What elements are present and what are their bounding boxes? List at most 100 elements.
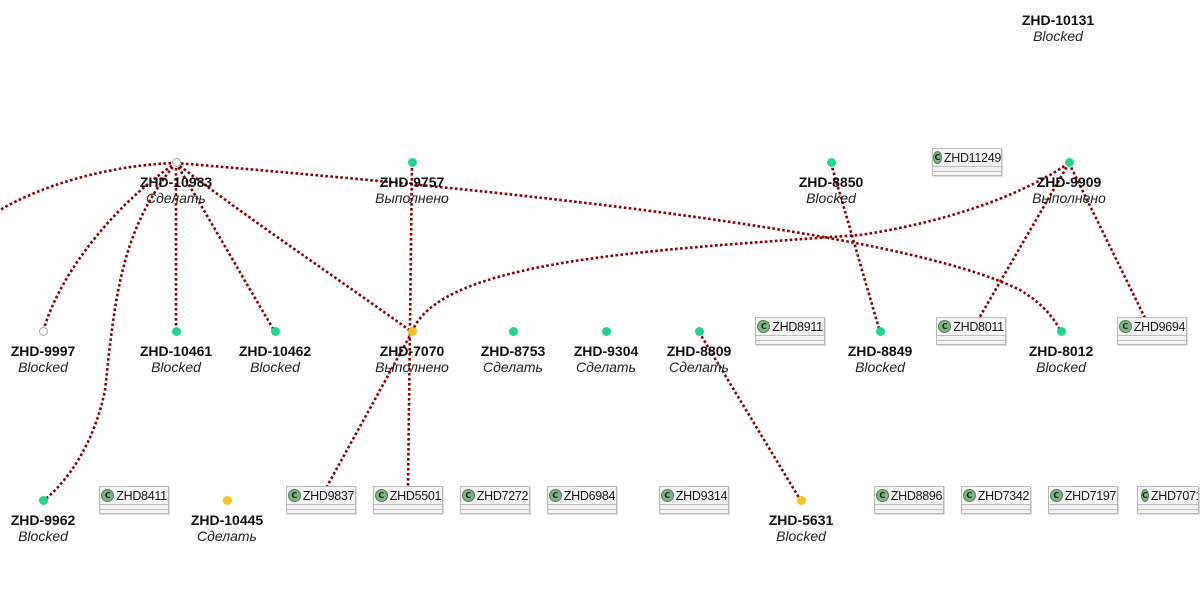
issue-node-zhd-10131[interactable]: ZHD-10131 Blocked bbox=[1003, 0, 1113, 44]
issue-id: ZHD-7070 bbox=[379, 343, 445, 359]
class-c-icon: C bbox=[374, 489, 388, 502]
issue-id: ZHD-10983 bbox=[139, 174, 213, 190]
issue-status: Сделать bbox=[483, 359, 543, 375]
class-c-icon: C bbox=[933, 151, 942, 164]
class-c-icon: C bbox=[938, 320, 952, 333]
class-name: ZHD7071 bbox=[1150, 488, 1199, 503]
issue-id: ZHD-8850 bbox=[798, 174, 864, 190]
issue-id: ZHD-10445 bbox=[190, 512, 264, 528]
status-dot bbox=[875, 327, 885, 336]
issue-status: Выполнено bbox=[375, 190, 449, 206]
class-c-icon: C bbox=[757, 320, 771, 333]
dependency-edge-zhd-7070-to-zhd9837 bbox=[323, 331, 414, 491]
issue-status: Blocked bbox=[1036, 359, 1086, 375]
dependency-edge-zhd-10983-to-zhd-8012 bbox=[175, 161, 1063, 333]
dependency-edge-zhd-7070-to-zhd-9909 bbox=[410, 161, 1070, 333]
class-c-icon: C bbox=[962, 489, 976, 502]
issue-node-zhd-10445[interactable]: ZHD-10445 Сделать bbox=[172, 496, 282, 544]
status-dot bbox=[796, 496, 806, 505]
issue-id: ZHD-8012 bbox=[1028, 343, 1094, 359]
issue-status: Выполнено bbox=[375, 359, 449, 375]
dependency-edge-zhd-10983-to-zhd-9997 bbox=[41, 161, 177, 333]
class-name: ZHD8011 bbox=[953, 319, 1004, 334]
class-c-icon: C bbox=[461, 489, 475, 502]
status-dot bbox=[1064, 158, 1074, 167]
dependency-edge-zhd-8850-to-zhd-8849 bbox=[829, 162, 882, 333]
issue-node-zhd-9909[interactable]: ZHD-9909 Выполнено bbox=[1014, 158, 1124, 206]
dependency-edge-zhd-10983-to-zhd-7070 bbox=[175, 161, 413, 334]
issue-node-zhd-8809[interactable]: ZHD-8809 Сделать bbox=[644, 327, 754, 375]
issue-node-zhd-8753[interactable]: ZHD-8753 Сделать bbox=[458, 327, 568, 375]
dependency-edge-zhd-10983-to-zhd-10462 bbox=[174, 162, 277, 333]
issue-node-zhd-10461[interactable]: ZHD-10461 Blocked bbox=[121, 327, 231, 375]
status-dot bbox=[1056, 327, 1066, 336]
issue-node-zhd-9962[interactable]: ZHD-9962 Blocked bbox=[0, 496, 98, 544]
status-dot bbox=[407, 158, 417, 167]
status-dot bbox=[601, 327, 611, 336]
class-c-icon: C bbox=[548, 489, 562, 502]
issue-id: ZHD-9909 bbox=[1036, 174, 1102, 190]
class-c-icon: C bbox=[287, 489, 301, 502]
status-dot bbox=[508, 327, 518, 336]
issue-status: Blocked bbox=[776, 528, 826, 544]
issue-status: Выполнено bbox=[1032, 190, 1106, 206]
status-dot bbox=[38, 496, 48, 505]
status-dot bbox=[171, 327, 181, 336]
issue-status: Blocked bbox=[151, 359, 201, 375]
issue-id: ZHD-9997 bbox=[10, 343, 76, 359]
issue-id: ZHD-10461 bbox=[139, 343, 213, 359]
issue-node-zhd-5631[interactable]: ZHD-5631 Blocked bbox=[746, 496, 856, 544]
issue-node-zhd-8850[interactable]: ZHD-8850 Blocked bbox=[776, 158, 886, 206]
issue-status: Blocked bbox=[1033, 28, 1083, 44]
issue-node-zhd-8849[interactable]: ZHD-8849 Blocked bbox=[825, 327, 935, 375]
issue-status: Сделать bbox=[576, 359, 636, 375]
dependency-edge-zhd-9757-to-zhd5501 bbox=[406, 162, 414, 489]
class-c-icon: C bbox=[1141, 489, 1149, 502]
issue-node-zhd-7070[interactable]: ZHD-7070 Выполнено bbox=[357, 327, 467, 375]
issue-id: ZHD-9962 bbox=[10, 512, 76, 528]
class-name: ZHD9314 bbox=[675, 488, 728, 503]
class-name: ZHD6984 bbox=[563, 488, 616, 503]
issue-id: ZHD-8849 bbox=[847, 343, 913, 359]
issue-id: ZHD-8753 bbox=[480, 343, 546, 359]
issue-status: Сделать bbox=[669, 359, 729, 375]
class-c-icon: C bbox=[101, 489, 115, 502]
issue-status: Blocked bbox=[806, 190, 856, 206]
class-name: ZHD11249 bbox=[943, 150, 1001, 165]
issue-id: ZHD-9304 bbox=[573, 343, 639, 359]
issue-status: Blocked bbox=[855, 359, 905, 375]
class-name: ZHD8911 bbox=[772, 319, 823, 334]
issue-id: ZHD-8809 bbox=[666, 343, 732, 359]
issue-id: ZHD-9757 bbox=[379, 174, 445, 190]
issue-node-zhd-8012[interactable]: ZHD-8012 Blocked bbox=[1006, 327, 1116, 375]
issue-id: ZHD-10131 bbox=[1021, 12, 1095, 28]
issue-node-zhd-9757[interactable]: ZHD-9757 Выполнено bbox=[357, 158, 467, 206]
issue-status: Сделать bbox=[146, 190, 206, 206]
class-c-icon: C bbox=[875, 489, 889, 502]
issue-id: ZHD-10462 bbox=[238, 343, 312, 359]
issue-node-zhd-9997[interactable]: ZHD-9997 Blocked bbox=[0, 327, 98, 375]
issue-node-zhd-10462[interactable]: ZHD-10462 Blocked bbox=[220, 327, 330, 375]
class-name: ZHD5501 bbox=[389, 488, 442, 503]
class-name: ZHD8411 bbox=[116, 488, 167, 503]
class-name: ZHD7272 bbox=[476, 488, 529, 503]
issue-node-zhd-9304[interactable]: ZHD-9304 Сделать bbox=[551, 327, 661, 375]
issue-status: Сделать bbox=[197, 528, 257, 544]
issue-node-zhd-10983[interactable]: ZHD-10983 Сделать bbox=[121, 158, 231, 206]
class-name: ZHD9694 bbox=[1133, 319, 1186, 334]
